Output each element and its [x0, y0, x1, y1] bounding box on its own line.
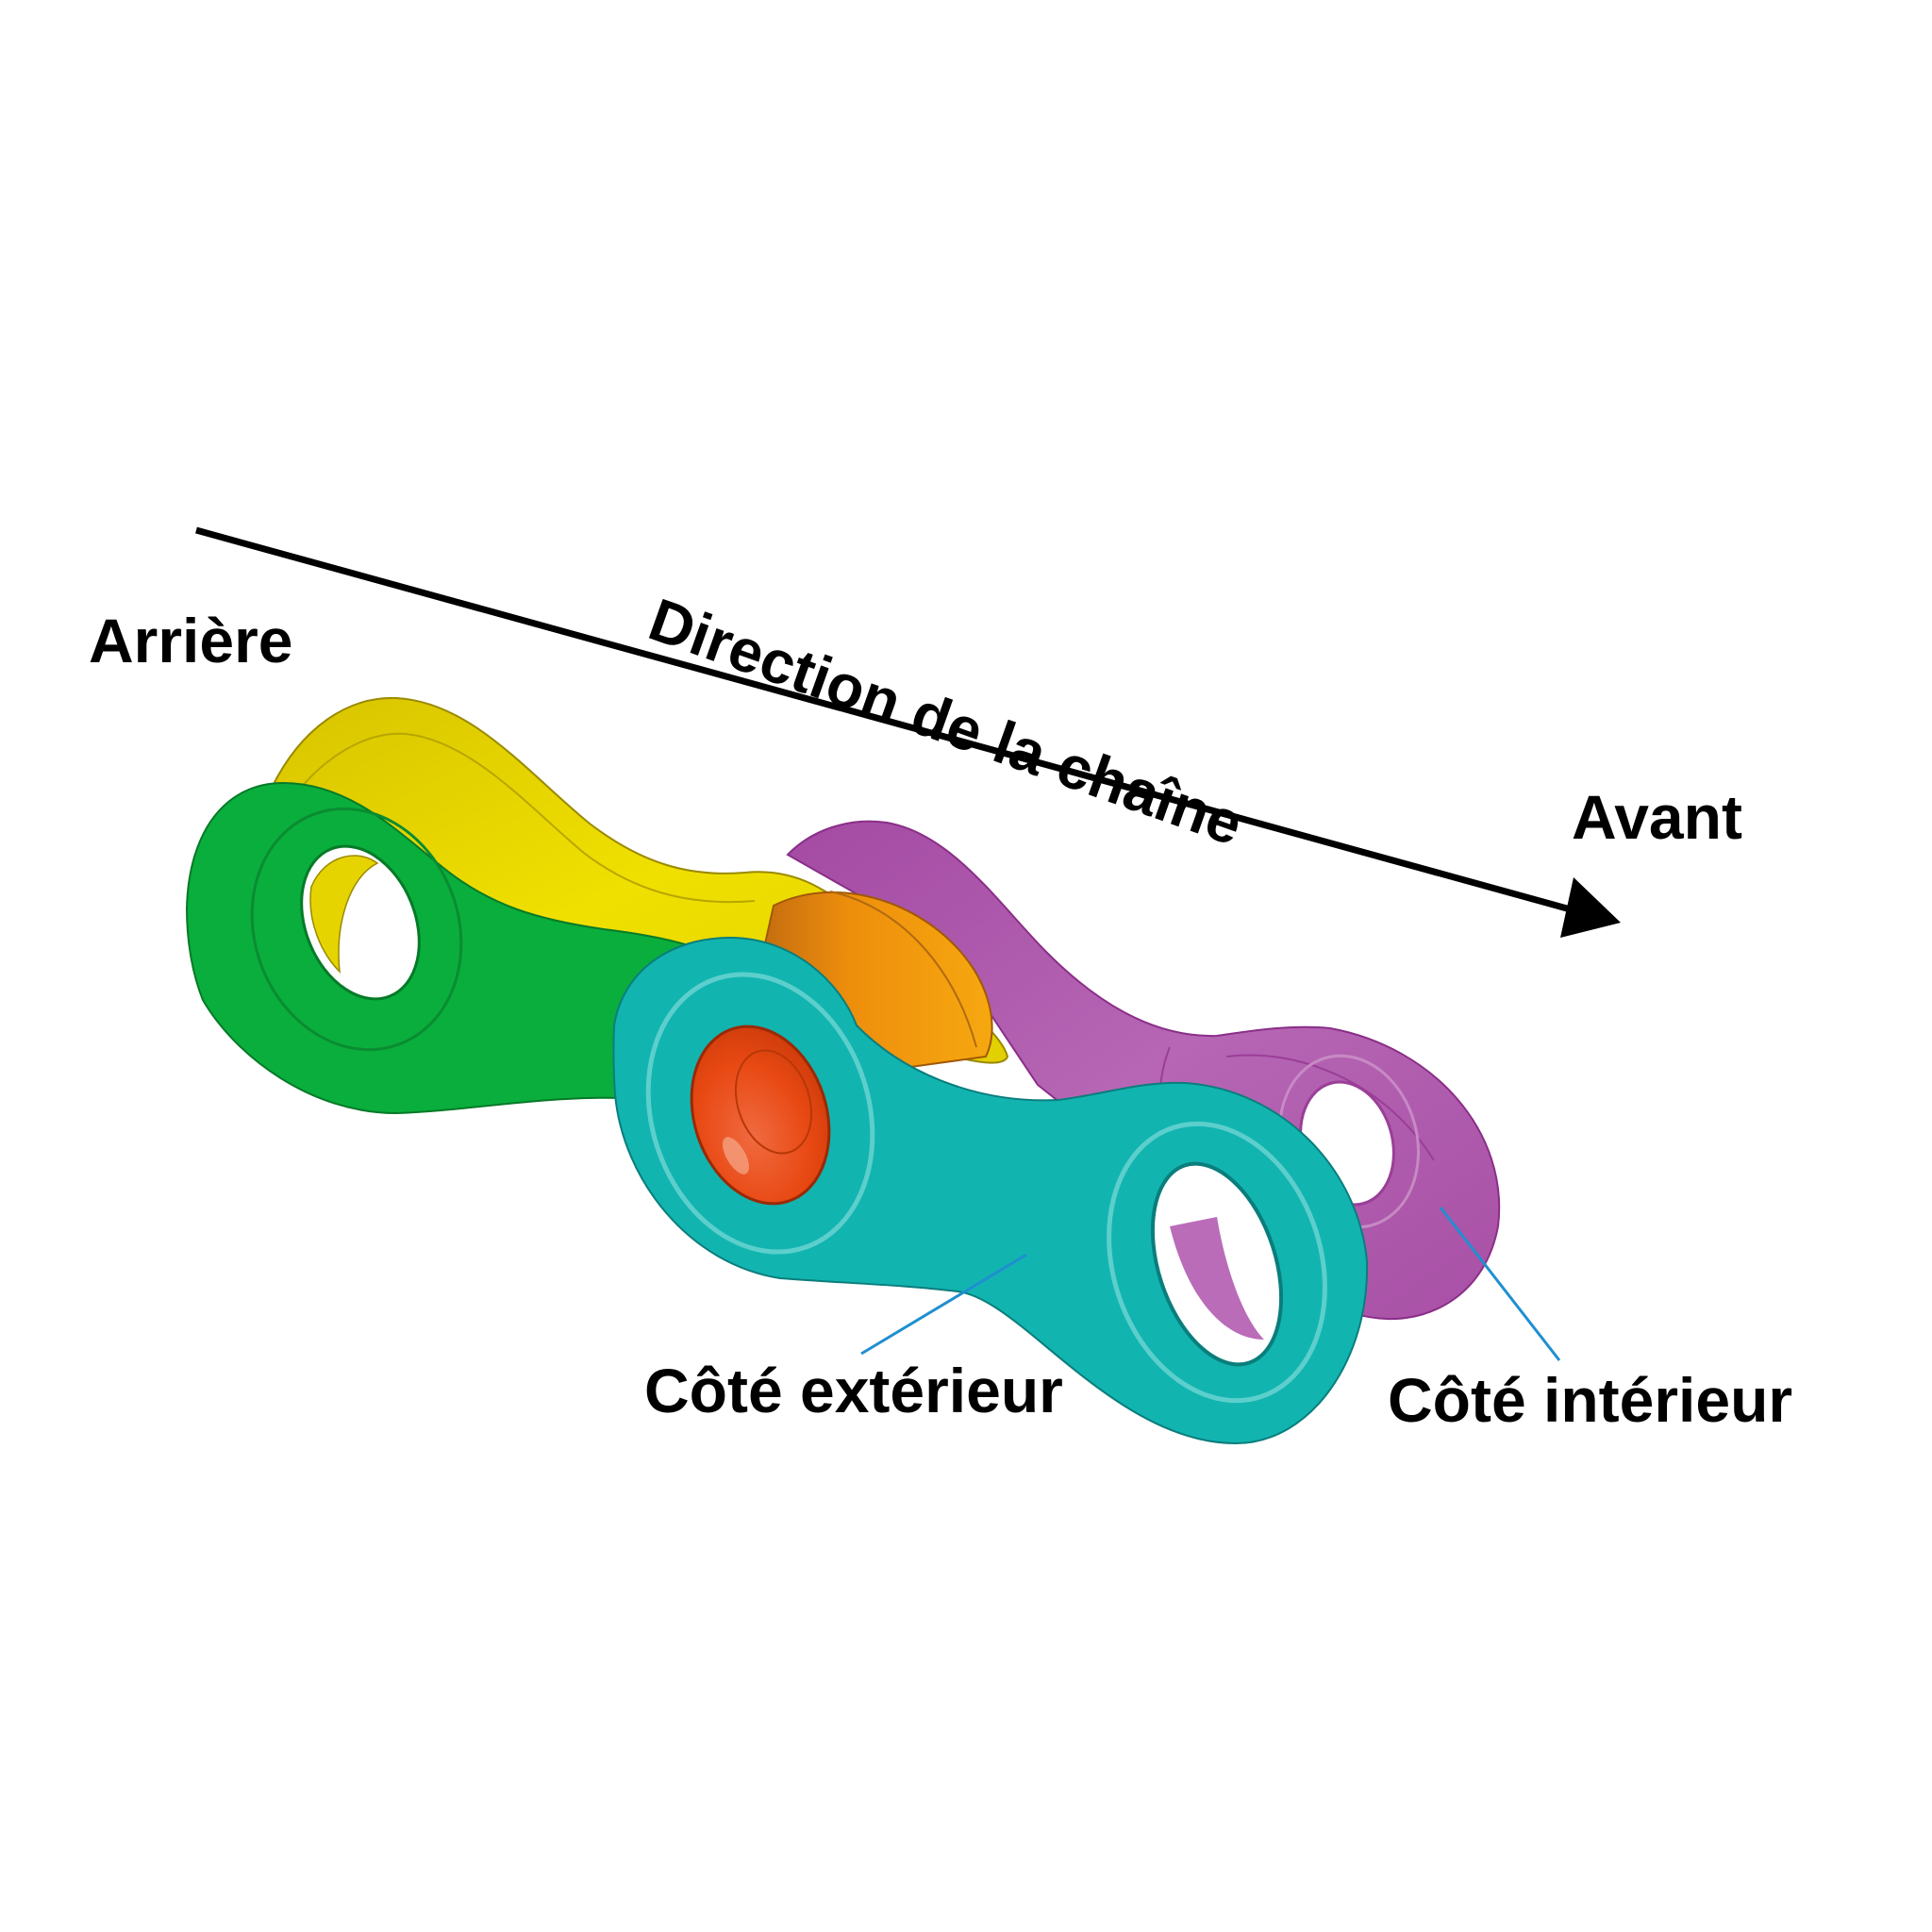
front-label: Avant: [1572, 782, 1742, 852]
outer-side-label: Côté extérieur: [644, 1356, 1063, 1425]
leader-line-outer: [860, 1253, 1027, 1356]
leader-line-inner: [1439, 1207, 1561, 1361]
inner-side-label: Côté intérieur: [1388, 1365, 1793, 1435]
pin-bushing: [690, 1024, 831, 1206]
arrowhead-icon: [1560, 877, 1621, 938]
direction-arrow: [195, 526, 1621, 938]
rear-label: Arrière: [89, 606, 293, 675]
